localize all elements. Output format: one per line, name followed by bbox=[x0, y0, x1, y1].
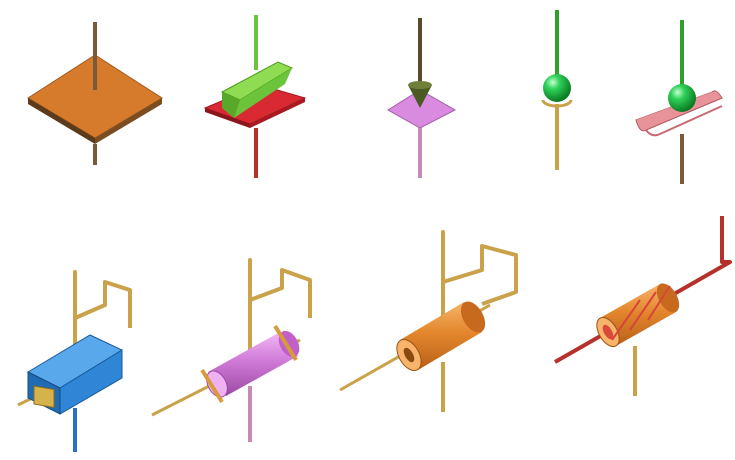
cylinder-body bbox=[400, 302, 482, 370]
cylindrical-joint bbox=[151, 258, 312, 442]
cylinder-bore bbox=[602, 324, 614, 340]
cylinder-end bbox=[656, 283, 680, 313]
collar-back bbox=[273, 324, 298, 362]
ball-in-trough-joint bbox=[635, 20, 724, 184]
helical-screw-joint bbox=[554, 216, 732, 396]
revolute-joint bbox=[339, 230, 518, 412]
prismatic-block-joint bbox=[17, 270, 132, 452]
plate-side-right bbox=[95, 98, 162, 144]
plate-top bbox=[387, 89, 457, 129]
ball bbox=[668, 84, 696, 112]
cylinder-bore bbox=[403, 347, 415, 363]
plate-side-left bbox=[28, 98, 95, 144]
thread-lines bbox=[611, 285, 671, 341]
cylinder-body bbox=[208, 332, 298, 396]
wedge-plate-joint bbox=[203, 15, 307, 178]
cylinder-front bbox=[206, 370, 228, 398]
block-opening bbox=[33, 385, 55, 409]
crank-rod bbox=[441, 230, 518, 348]
plate-side-right bbox=[250, 98, 305, 128]
plate-side bbox=[205, 108, 250, 128]
cylinder-end bbox=[460, 301, 486, 333]
cone-base bbox=[408, 81, 432, 89]
planar-plate-joint bbox=[27, 22, 163, 165]
crank-rod bbox=[248, 258, 312, 370]
cone bbox=[408, 85, 432, 108]
ball bbox=[543, 74, 571, 102]
wedge-front bbox=[222, 92, 240, 118]
collar-front bbox=[200, 368, 224, 404]
wedge-side bbox=[234, 68, 292, 118]
trough-bottom bbox=[645, 105, 723, 137]
ball-point-joint bbox=[541, 10, 573, 170]
cone-point-joint bbox=[387, 18, 457, 178]
screw-rod bbox=[554, 216, 732, 364]
crank-rod bbox=[73, 270, 132, 380]
